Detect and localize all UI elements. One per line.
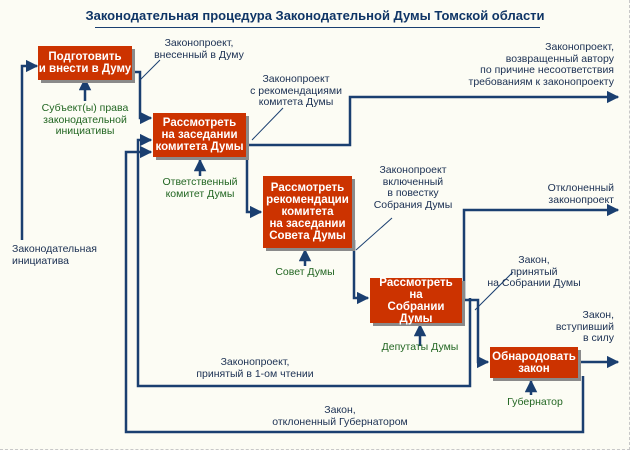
flow-returned: Законопроект, возвращенный автору по при… — [468, 41, 614, 88]
actor-council: Совет Думы — [275, 266, 335, 278]
box-council: Рассмотреть рекомендации комитета на зас… — [263, 176, 352, 248]
title-underline — [95, 27, 540, 28]
actor-governor: Губернатор — [507, 396, 563, 408]
box-assembly: Рассмотреть на Собрании Думы — [370, 277, 462, 325]
flow-governor-rejected: Закон, отклоненный Губернатором — [272, 404, 408, 428]
arrow-rejected — [462, 203, 620, 300]
arrow-first-reading — [136, 133, 472, 388]
leader-recommendations — [251, 107, 284, 141]
flow-agenda: Законопроект включенный в повестку Собра… — [373, 164, 453, 211]
actor-subjects: Субъект(ы) права законодательной инициат… — [41, 102, 129, 137]
actor-deputies: Депутаты Думы — [381, 341, 459, 353]
actor-committee: Ответственный комитет Думы — [162, 176, 238, 200]
flow-adopted: Закон, принятый на Собрании Думы — [487, 254, 581, 289]
flow-in-force: Закон, вступивший в силу — [555, 309, 614, 344]
flow-submitted: Законопроект, внесенный в Думу — [154, 37, 244, 61]
box-publish: Обнародовать закон — [490, 347, 578, 378]
leader-submitted — [139, 59, 161, 81]
page-title: Законодательная процедура Законодательно… — [85, 8, 545, 23]
arrow-governor-rejected — [124, 145, 585, 434]
flow-initiative: Законодательная инициатива — [12, 243, 97, 267]
arrow-returned — [247, 90, 620, 147]
flow-rejected: Отклоненный законопроект — [547, 182, 614, 206]
arrow-recommendations — [245, 145, 263, 219]
arrow-initiative — [20, 59, 39, 240]
box-prepare: Подготовить и внести в Думу — [38, 46, 132, 80]
leader-adopted — [474, 271, 514, 311]
box-committee: Рассмотреть на заседании комитета Думы — [153, 113, 246, 157]
arrow-submitted — [133, 70, 153, 125]
arrow-agenda — [352, 240, 370, 305]
leader-agenda — [355, 217, 393, 251]
flow-recommendations: Законопроект с рекомендациями комитета Д… — [250, 73, 342, 108]
flow-first-reading: Законопроект, принятый в 1-ом чтении — [196, 356, 314, 380]
